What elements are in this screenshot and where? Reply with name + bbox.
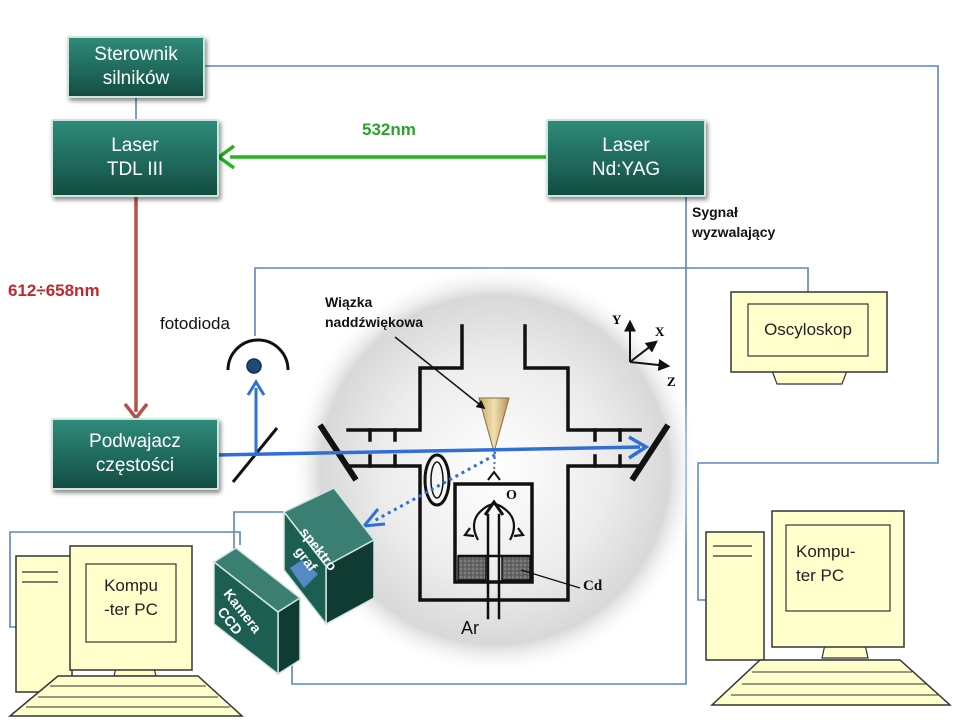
laser-tdl-block: Laser TDL III	[51, 119, 219, 197]
gas-flow-arrows	[463, 499, 525, 541]
vacuum-chamber	[346, 324, 642, 620]
coordinate-axes	[624, 319, 671, 371]
motor-controller-label: Sterownik silników	[94, 44, 178, 89]
trigger-signal-label: Sygnał wyzwalający	[692, 204, 776, 240]
blue-beam-main	[216, 445, 641, 457]
laser-tdl-label: Laser TDL III	[106, 135, 164, 180]
computer-right	[705, 510, 952, 706]
cable-left-computer	[9, 531, 241, 628]
green-beam-label: 532nm	[362, 120, 416, 139]
cable-motor-controller	[205, 65, 939, 601]
photodiode-sensor	[246, 358, 262, 374]
axis-x-label: X	[655, 324, 665, 339]
cadmium-label: Cd	[583, 578, 603, 594]
frequency-doubler-label: Podwajacz częstości	[89, 431, 181, 476]
nozzle-point-label: O	[506, 488, 517, 503]
photodiode-dome	[226, 338, 290, 371]
supersonic-beam-cone	[478, 397, 510, 454]
oscilloscope	[730, 291, 888, 385]
frequency-doubler-block: Podwajacz częstości	[51, 418, 219, 490]
cable-spectrograph-computer	[233, 511, 288, 550]
pointer-supersonic-beam	[394, 336, 486, 410]
laser-ndyag-label: Laser Nd:YAG	[591, 135, 661, 180]
supersonic-beam-label: Wiązka naddźwiękowa	[325, 294, 424, 330]
oscilloscope-label: Oscyloskop	[764, 320, 852, 339]
computer-left-label: Kompu -ter PC	[104, 576, 158, 619]
ccd-camera-body	[212, 547, 302, 676]
axis-z-label: Z	[667, 374, 676, 389]
pointer-cadmium	[520, 569, 581, 589]
computer-left	[7, 545, 244, 717]
laser-ndyag-block: Laser Nd:YAG	[546, 119, 706, 197]
motor-controller-block: Sterownik silników	[67, 36, 205, 98]
argon-label: Ar	[461, 618, 479, 638]
chamber-glow	[290, 265, 700, 675]
coil-ring	[423, 453, 451, 507]
spectrograph-body	[282, 487, 376, 627]
chamber-window-right	[629, 423, 671, 482]
cable-photodiode-oscilloscope	[254, 267, 809, 336]
axis-y-label: Y	[612, 312, 622, 327]
cadmium-sample-right	[501, 555, 531, 581]
red-beam-label: 612÷658nm	[8, 281, 100, 300]
photodiode-label: fotodioda	[160, 314, 230, 333]
fluorescence-beam	[371, 453, 496, 524]
computer-right-label: Kompu- ter PC	[796, 542, 856, 585]
cadmium-sample-left	[457, 555, 487, 581]
